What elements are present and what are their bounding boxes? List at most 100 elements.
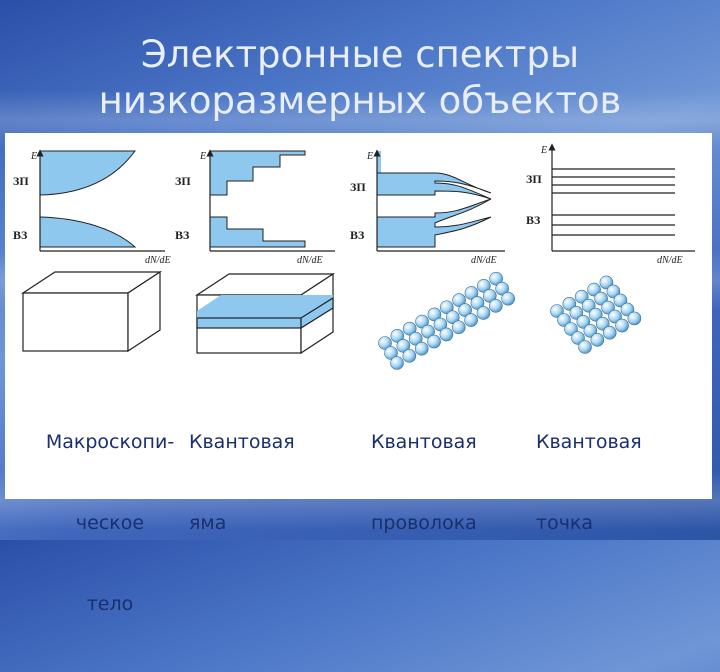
sphere [564, 322, 578, 336]
sphere [602, 325, 617, 340]
caption-bulk-line-2: ческое [75, 512, 145, 534]
sphere [488, 299, 503, 313]
sphere [594, 291, 608, 306]
sphere [396, 339, 411, 353]
sphere [433, 317, 448, 332]
sphere [578, 340, 592, 354]
sphere [495, 281, 509, 296]
sphere [489, 271, 503, 286]
sphere [615, 318, 629, 333]
wire-sphere-cluster [378, 271, 515, 370]
sphere [569, 306, 584, 320]
graph-well: E ЗП ВЗ dN/dE [175, 149, 335, 266]
sphere [439, 327, 454, 342]
band-conduction [376, 172, 492, 200]
sphere [501, 291, 515, 306]
graph-bulk: E ЗП ВЗ dN/dE [13, 149, 171, 266]
valence-band-label: ВЗ [526, 213, 540, 227]
title-line-1: Электронные спектры [140, 33, 580, 76]
dot-sphere-cluster [550, 275, 642, 354]
band-valence [376, 198, 492, 248]
sphere [606, 284, 621, 299]
sphere [590, 333, 605, 347]
sphere [408, 331, 423, 346]
sphere [452, 293, 466, 307]
sphere [482, 289, 497, 303]
sphere [439, 300, 454, 315]
density-axis-label: dN/dE [471, 255, 497, 266]
sphere [608, 309, 622, 324]
sphere [470, 296, 485, 310]
valence-band-label: ВЗ [175, 228, 189, 242]
caption-wire-line-1: Квантовая [371, 431, 477, 453]
sphere [557, 313, 571, 327]
conduction-band-label: ЗП [13, 174, 29, 188]
caption-dot: Квантовая точка [536, 375, 642, 591]
valence-band-label: ВЗ [350, 228, 364, 242]
sphere [595, 316, 610, 331]
density-axis-label: dN/dE [145, 255, 171, 266]
sphere [562, 297, 577, 311]
sphere [476, 306, 491, 320]
band-valence [39, 216, 137, 248]
bulk-block [20, 270, 163, 353]
sphere [576, 315, 591, 329]
valence-band-label: ВЗ [13, 228, 27, 242]
energy-axis-label: E [30, 151, 37, 162]
sphere [583, 324, 598, 338]
bulk-front-face [22, 292, 129, 352]
sphere [421, 324, 435, 339]
sphere [402, 349, 417, 363]
well-layer [196, 317, 302, 329]
well-block [194, 272, 336, 355]
sphere [414, 341, 429, 356]
band-conduction [209, 150, 306, 196]
sphere [601, 300, 615, 315]
spectra-figure: E ЗП ВЗ dN/dE E ЗП ВЗ dN/dE E ЗП ВЗ dN/ [13, 143, 695, 370]
sphere [571, 331, 585, 345]
conduction-band-label: ЗП [175, 174, 191, 188]
conduction-band-label: ЗП [526, 172, 542, 186]
sphere [464, 313, 478, 327]
density-axis-label: dN/dE [297, 255, 323, 266]
sphere [390, 329, 405, 343]
density-axis-label: dN/dE [657, 255, 683, 266]
slide-title: Электронные спектры низкоразмерных объек… [0, 32, 720, 124]
sphere [620, 302, 635, 317]
band-conduction [39, 150, 136, 196]
sphere [574, 289, 589, 304]
sphere [427, 334, 441, 349]
band-valence [209, 216, 306, 248]
caption-well-line-1: Квантовая [189, 431, 295, 453]
sphere [599, 275, 614, 290]
energy-axis-label: E [199, 151, 206, 162]
bulk-side-face [127, 270, 161, 353]
sphere [427, 307, 442, 322]
caption-bulk-line-3: тело [86, 593, 134, 615]
caption-bulk-line-1: Макроскопи- [45, 431, 175, 453]
sphere [588, 307, 603, 322]
sphere [587, 282, 601, 297]
sphere [627, 311, 642, 326]
conduction-band-label: ЗП [350, 180, 366, 194]
sphere [458, 303, 472, 317]
graph-wire: E ЗП ВЗ dN/dE [350, 149, 505, 266]
sphere [415, 314, 429, 329]
well-layer-side [300, 296, 334, 330]
caption-well: Квантовая яма [189, 375, 295, 591]
graph-dot: E ЗП ВЗ dN/dE [526, 143, 695, 266]
sphere [451, 320, 466, 335]
sphere [550, 304, 564, 318]
sphere [464, 286, 479, 300]
figure-panel: E ЗП ВЗ dN/dE E ЗП ВЗ dN/dE E ЗП ВЗ dN/ [5, 133, 712, 615]
title-line-2: низкоразмерных объектов [98, 79, 622, 122]
caption-wire: Квантовая проволока [371, 375, 477, 591]
caption-dot-line-1: Квантовая [536, 431, 642, 453]
energy-axis-label: E [540, 145, 547, 156]
caption-bulk: Макроскопи- ческое тело [35, 375, 185, 672]
sphere [445, 310, 460, 325]
well-layer-top [197, 295, 333, 319]
caption-dot-line-2: точка [536, 512, 594, 534]
energy-axis-label: E [366, 151, 373, 162]
sphere [613, 293, 628, 308]
